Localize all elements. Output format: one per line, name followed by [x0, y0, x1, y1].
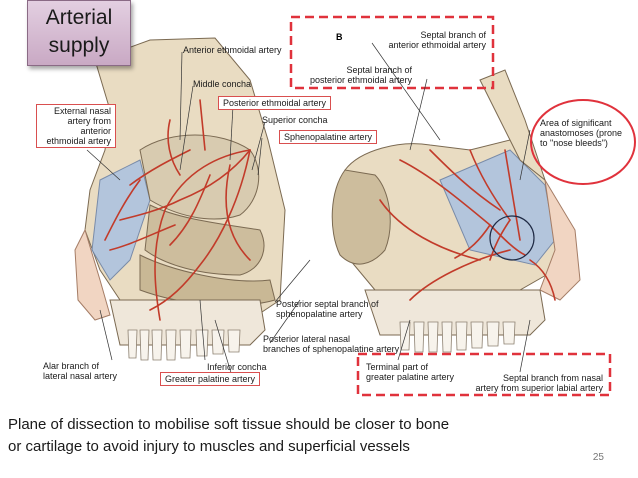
label-area-of-anastomoses: Area of significant anastomoses (prone t… [540, 118, 622, 148]
label-anastomoses-line2: anastomoses (prone [540, 128, 623, 138]
panel-b-letter: B [336, 32, 343, 42]
label-terminal-line2: greater palatine artery [366, 372, 455, 382]
label-post-septal-line2: sphenopalatine artery [276, 309, 363, 319]
anastomoses-highlight-circle [530, 99, 636, 185]
label-post-lateral-line1: Posterior lateral nasal [263, 334, 351, 344]
label-septal-ant-line2: anterior ethmoidal artery [388, 40, 486, 50]
label-septal-branch-superior-labial: Septal branch from nasal artery from sup… [455, 373, 603, 393]
lateral-wall-illustration [74, 37, 286, 361]
slide-title-text: Arterial supply [45, 6, 113, 57]
label-alar-branch: Alar branch of lateral nasal artery [43, 361, 117, 381]
caption-line-1: Plane of dissection to mobilise soft tis… [8, 416, 450, 433]
slide-title: Arterial supply [27, 0, 131, 66]
label-septal-branch-posterior-ethmoidal: Septal branch of posterior ethmoidal art… [296, 65, 412, 85]
label-anastomoses-line3: to "nose bleeds") [540, 138, 608, 148]
label-external-nasal-line2: artery from [67, 116, 111, 126]
label-alar-line1: Alar branch of [43, 361, 100, 371]
label-septal-labial-line1: Septal branch from nasal [502, 373, 603, 383]
terminal-branches-highlight-box [356, 352, 612, 397]
label-external-nasal-line4: ethmoidal artery [46, 136, 111, 146]
label-anastomoses-line1: Area of significant [540, 118, 612, 128]
label-septal-branch-anterior-ethmoidal: Septal branch of anterior ethmoidal arte… [376, 30, 486, 50]
label-greater-palatine-artery: Greater palatine artery [160, 372, 261, 386]
label-middle-concha: Middle concha [193, 79, 252, 89]
label-alar-line2: lateral nasal artery [43, 371, 118, 381]
label-post-lateral-line2: branches of sphenopalatine artery [263, 344, 400, 354]
label-external-nasal-line3: anterior [80, 126, 111, 136]
label-posterior-ethmoidal-artery: Posterior ethmoidal artery [218, 96, 332, 110]
label-inferior-concha: Inferior concha [207, 362, 267, 372]
caption-line-2: or cartilage to avoid injury to muscles … [8, 438, 410, 455]
label-septal-post-line1: Septal branch of [346, 65, 412, 75]
label-external-nasal-line1: External nasal [53, 106, 111, 116]
septal-branches-highlight-box [289, 15, 495, 90]
label-sphenopalatine-artery: Sphenopalatine artery [279, 130, 378, 144]
label-septal-post-line2: posterior ethmoidal artery [309, 75, 412, 85]
label-septal-labial-line2: artery from superior labial artery [475, 383, 603, 393]
page-number: 25 [592, 452, 604, 463]
label-posterior-septal-branch: Posterior septal branch of sphenopalatin… [276, 299, 379, 319]
label-anterior-ethmoidal-artery: Anterior ethmoidal artery [183, 45, 282, 55]
label-superior-concha: Superior concha [262, 115, 328, 125]
label-terminal-greater-palatine: Terminal part of greater palatine artery [366, 362, 454, 382]
label-post-septal-line1: Posterior septal branch of [276, 299, 379, 309]
label-terminal-line1: Terminal part of [366, 362, 429, 372]
label-septal-ant-line1: Septal branch of [420, 30, 486, 40]
label-posterior-lateral-nasal-branches: Posterior lateral nasal branches of sphe… [263, 334, 399, 354]
septum-illustration [331, 69, 581, 353]
label-external-nasal-artery: External nasal artery from anterior ethm… [36, 104, 116, 148]
